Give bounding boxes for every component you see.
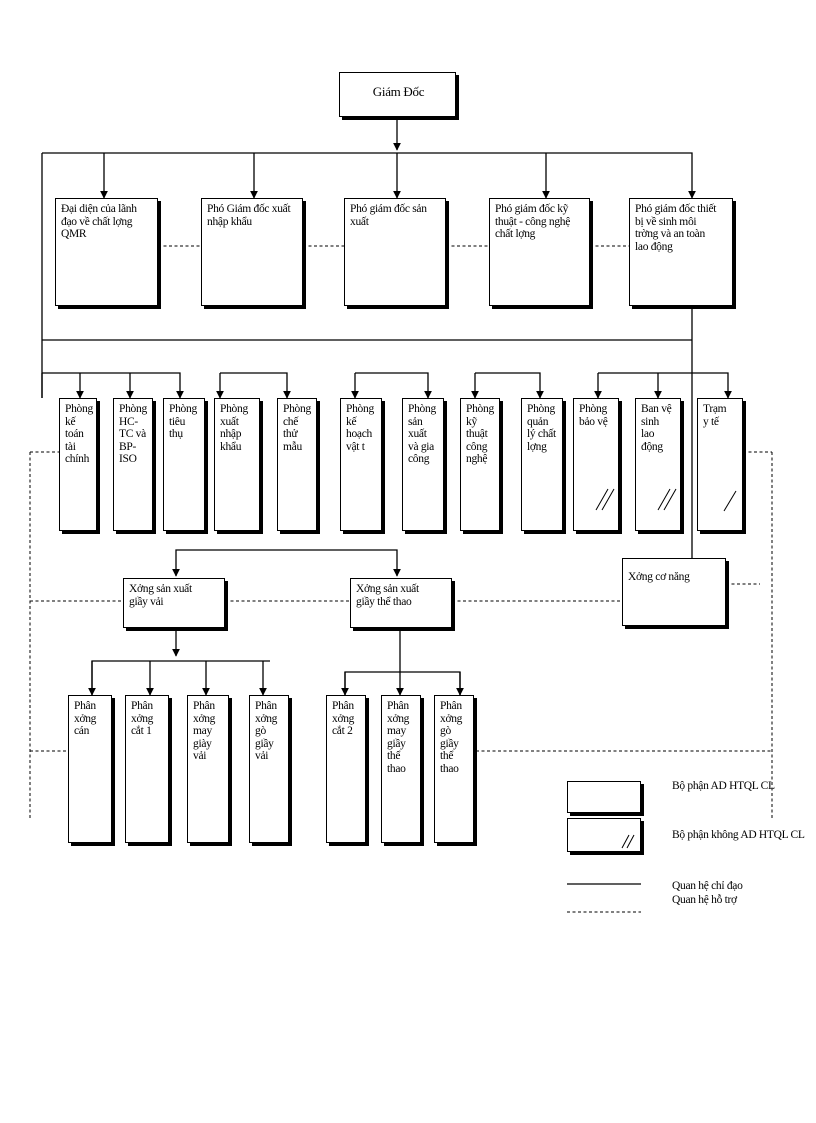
deputy-import-export-box: Phó Giám đốc xuất nhập khẩu [201,198,303,306]
dept-quality-label: Phòng quản lý chất lợng [527,403,556,453]
deputy-qmr-label: Đại diện của lãnh đạo về chất lợng QMR [61,203,137,240]
deputy-equipment-box: Phó giám đốc thiết bị về sinh môi trờng … [629,198,733,306]
sub-cutting2-box: Phân xởng cắt 2 [326,695,366,843]
support-lines [29,245,773,913]
non-applied-hatch-icon [657,488,677,511]
non-applied-hatch-icon [621,834,635,849]
dept-technology-label: Phòng kỹ thuật công nghệ [466,403,494,465]
legend-direction-label: Quan hệ chỉ đạo [672,880,743,892]
sub-sport-lasting-label: Phân xởng gò giầy thể thao [440,700,463,775]
dept-finance-label: Phòng kế toán tài chính [65,403,93,465]
legend-support-label: Quan hệ hỗ trợ [672,894,737,906]
dept-medical-label: Trạm y tế [703,403,727,428]
legend-applied-swatch [567,781,641,813]
sub-cutting2-label: Phân xởng cắt 2 [332,700,355,737]
director-label: Giám Đốc [372,84,425,99]
director-box: Giám Đốc [339,72,456,117]
workshop-canvas-label: Xởng sản xuất giầy vải [129,583,192,608]
deputy-technical-label: Phó giám đốc kỹ thuật - công nghệ chất l… [495,203,571,240]
legend-not-applied-swatch [567,818,641,852]
dept-medical-box: Trạm y tế [697,398,743,531]
dept-technology-box: Phòng kỹ thuật công nghệ [460,398,500,531]
sub-rolling-box: Phân xởng cán [68,695,112,843]
dept-sample-box: Phòng chế thử mẫu [277,398,317,531]
sub-sport-lasting-box: Phân xởng gò giầy thể thao [434,695,474,843]
deputy-technical-box: Phó giám đốc kỹ thuật - công nghệ chất l… [489,198,590,306]
workshop-power-label: Xởng cơ năng [628,571,690,583]
deputy-import-export-label: Phó Giám đốc xuất nhập khẩu [207,203,291,228]
sub-cutting1-box: Phân xởng cắt 1 [125,695,169,843]
sub-sport-sewing-label: Phân xởng may giầy thể thao [387,700,410,775]
sub-canvas-sewing-box: Phân xởng may giày vải [187,695,229,843]
workshop-sport-box: Xởng sản xuất giầy thể thao [350,578,452,628]
deputy-production-label: Phó giám đốc sản xuất [350,203,427,228]
dept-manufacturing-label: Phòng sản xuất và gia công [408,403,436,465]
workshop-sport-label: Xởng sản xuất giầy thể thao [356,583,419,608]
dept-trade-box: Phòng xuất nhập khẩu [214,398,260,531]
non-applied-hatch-icon [723,490,737,512]
deputy-equipment-label: Phó giám đốc thiết bị về sinh môi trờng … [635,203,717,253]
dept-manufacturing-box: Phòng sản xuất và gia công [402,398,444,531]
legend-applied-label: Bộ phận AD HTQL CL [672,780,775,792]
dept-security-box: Phòng bảo vệ [573,398,619,531]
dept-security-label: Phòng bảo vệ [579,403,608,428]
deputy-qmr-box: Đại diện của lãnh đạo về chất lợng QMR [55,198,158,306]
dept-sample-label: Phòng chế thử mẫu [283,403,311,453]
sub-canvas-lasting-box: Phân xởng gò giầy vải [249,695,289,843]
dept-finance-box: Phòng kế toán tài chính [59,398,97,531]
dept-planning-label: Phòng kế hoạch vật t [346,403,374,453]
dept-hygiene-label: Ban vệ sinh lao động [641,403,672,453]
dept-quality-box: Phòng quản lý chất lợng [521,398,563,531]
dept-sales-box: Phòng tiêu thụ [163,398,205,531]
sub-canvas-lasting-label: Phân xởng gò giầy vải [255,700,278,762]
non-applied-hatch-icon [595,488,615,511]
dept-planning-box: Phòng kế hoạch vật t [340,398,382,531]
deputy-production-box: Phó giám đốc sản xuất [344,198,446,306]
dept-hr-label: Phòng HC- TC và BP- ISO [119,403,147,465]
sub-canvas-sewing-label: Phân xởng may giày vải [193,700,216,762]
dept-sales-label: Phòng tiêu thụ [169,403,197,440]
sub-rolling-label: Phân xởng cán [74,700,97,737]
workshop-canvas-box: Xởng sản xuất giầy vải [123,578,225,628]
sub-sport-sewing-box: Phân xởng may giầy thể thao [381,695,421,843]
dept-hygiene-box: Ban vệ sinh lao động [635,398,681,531]
legend-not-applied-label: Bộ phận không AD HTQL CL [672,829,805,841]
workshop-power-box: Xởng cơ năng [622,558,726,626]
dept-hr-box: Phòng HC- TC và BP- ISO [113,398,153,531]
sub-cutting1-label: Phân xởng cắt 1 [131,700,154,737]
dept-trade-label: Phòng xuất nhập khẩu [220,403,248,453]
